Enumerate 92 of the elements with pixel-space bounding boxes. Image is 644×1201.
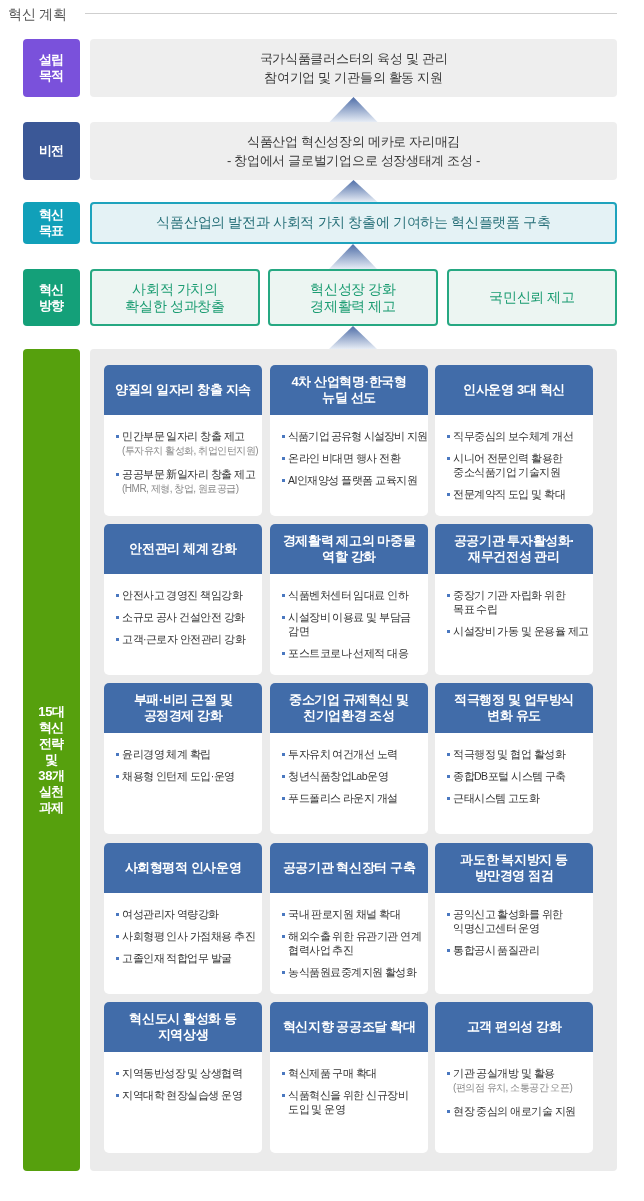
- bullet-text: 소규모 공사 건설안전 강화: [122, 610, 246, 624]
- card-title: 공공기관 투자활성화· 재무건전성 관리: [435, 524, 593, 574]
- bullet-text: 현장 중심의 애로기술 지원: [453, 1104, 577, 1118]
- bullet-text: 고객·근로자 안전관리 강화: [122, 632, 247, 646]
- content-box: [90, 39, 617, 97]
- bullet-text: 기관 공실개방 및 활용: [453, 1066, 556, 1080]
- bullet-text: 전문계약직 도입 및 확대: [453, 487, 567, 501]
- card-title: 인사운영 3대 혁신: [435, 365, 593, 415]
- chevron-arrow: [329, 326, 377, 349]
- bullet-text: 고졸인재 적합업무 발굴: [122, 951, 233, 965]
- statement-text: 국가식품클러스터의 육성 및 관리: [259, 50, 448, 68]
- bullet-text: 국내 판로지원 채널 확대: [288, 907, 402, 921]
- strategy-card: [270, 1002, 428, 1153]
- bullet-text: 식품혁신을 위한 신규장비 도입 및 운영: [288, 1088, 410, 1116]
- direction-box: 국민신뢰 제고: [447, 269, 617, 326]
- bullet-text: 사회형평 인사 가점채용 추진: [122, 929, 257, 943]
- bullet-text: 윤리경영 체계 확립: [122, 747, 212, 761]
- chevron-arrow: [329, 180, 378, 202]
- bullet-text: 농식품원료중계지원 활성화: [288, 965, 418, 979]
- strategy-card: [435, 524, 593, 675]
- bullet-text: 공공부문 新일자리 창출 제고: [122, 467, 257, 481]
- bullet-text: 여성관리자 역량강화: [122, 907, 220, 921]
- strategy-card: [104, 843, 262, 994]
- chevron-arrow: [329, 244, 377, 269]
- strategy-card: [270, 843, 428, 994]
- strategy-panel: [90, 349, 617, 1171]
- statement-text: 참여기업 및 기관들의 활동 지원: [264, 69, 443, 87]
- bullet-text: 중장기 기관 자립화 위한 목표 수립: [453, 588, 567, 616]
- card-title: 사회형평적 인사운영: [104, 843, 262, 893]
- strategy-card: [104, 524, 262, 675]
- bullet-text: 푸드폴리스 라운지 개설: [288, 791, 399, 805]
- bullet-text: 지역대학 현장실습생 운영: [122, 1088, 244, 1102]
- bullet-text: 해외수출 위한 유관기관 연계 협력사업 추진: [288, 929, 423, 957]
- row-label: 15대 혁신 전략 및 38개 실천 과제: [23, 349, 80, 1171]
- direction-box: 혁신성장 강화 경제활력 제고: [268, 269, 438, 326]
- card-title: 4차 산업혁명·한국형 뉴딜 선도: [270, 365, 428, 415]
- strategy-card: [104, 683, 262, 834]
- strategy-card: [435, 1002, 593, 1153]
- bullet-text: 채용형 인턴제 도입·운영: [122, 769, 236, 783]
- direction-box: 사회적 가치의 확실한 성과창출: [90, 269, 260, 326]
- bullet-text: 식품기업 공유형 시설장비 지원: [288, 429, 427, 443]
- bullet-text: 투자유치 여건개선 노력: [288, 747, 399, 761]
- card-title: 안전관리 체계 강화: [104, 524, 262, 574]
- card-title: 고객 편의성 강화: [435, 1002, 593, 1052]
- card-title: 적극행정 및 업무방식 변화 유도: [435, 683, 593, 733]
- bullet-text: 지역동반성장 및 상생협력: [122, 1066, 244, 1080]
- card-title: 혁신지향 공공조달 확대: [270, 1002, 428, 1052]
- bullet-text: 근태시스템 고도화: [453, 791, 541, 805]
- vision-text: 식품산업 혁신성장의 메카로 자리매김: [246, 133, 461, 151]
- row-label: 비전: [23, 122, 80, 180]
- card-title: 중소기업 규제혁신 및 친기업환경 조성: [270, 683, 428, 733]
- bullet-text: 혁신제품 구매 확대: [288, 1066, 378, 1080]
- strategy-card: [270, 365, 428, 516]
- card-title: 경제활력 제고의 마중물 역할 강화: [270, 524, 428, 574]
- bullet-text: 식품벤처센터 임대료 인하: [288, 588, 410, 602]
- bullet-text: 적극행정 및 협업 활성화: [453, 747, 567, 761]
- strategy-card: [104, 1002, 262, 1153]
- bullet-text: AI인재양성 플랫폼 교육지원: [288, 473, 419, 487]
- bullet-text: 청년식품창업Lab운영: [288, 769, 390, 783]
- row-label: 혁신 방향: [23, 269, 80, 326]
- bullet-text: 안전사고 경영진 책임강화: [122, 588, 244, 602]
- bullet-text: 시설장비 이용료 및 부담금 감면: [288, 610, 412, 638]
- bullet-text: 포스트코로나 선제적 대응: [288, 646, 410, 660]
- bullet-text: 공익신고 활성화를 위한 익명신고센터 운영: [453, 907, 564, 935]
- strategy-card: [435, 365, 593, 516]
- card-title: 공공기관 혁신장터 구축: [270, 843, 428, 893]
- bullet-text: 직무중심의 보수체계 개선: [453, 429, 575, 443]
- strategy-card: [435, 683, 593, 834]
- card-title: 부패·비리 근절 및 공정경제 강화: [104, 683, 262, 733]
- note-text: (투자유치 활성화, 취업인턴지원): [122, 444, 259, 458]
- strategy-card: [270, 524, 428, 675]
- note-text: (HMR, 제형, 창업, 원료공급): [122, 482, 240, 496]
- note-text: (편의점 유치, 소통공간 오픈): [453, 1081, 574, 1095]
- bullet-text: 시니어 전문인력 활용한 중소식품기업 기술지원: [453, 451, 564, 479]
- row-label: 혁신 목표: [23, 202, 80, 244]
- chevron-arrow: [329, 97, 378, 122]
- page-title: 혁신 계획: [8, 5, 67, 23]
- bullet-text: 시설장비 가동 및 운용율 제고: [453, 624, 590, 638]
- strategy-card: [104, 365, 262, 516]
- card-title: 혁신도시 활성화 등 지역상생: [104, 1002, 262, 1052]
- bullet-text: 온라인 비대면 행사 전환: [288, 451, 402, 465]
- vision-subtitle: - 창업에서 글로벌기업으로 성장생태계 조성 -: [226, 152, 481, 170]
- bullet-text: 통합공시 품질관리: [453, 943, 541, 957]
- card-title: 과도한 복지방지 등 방만경영 점검: [435, 843, 593, 893]
- bullet-text: 종합DB포털 시스템 구축: [453, 769, 567, 783]
- goal-box: 식품산업의 발전과 사회적 가치 창출에 기여하는 혁신플랫폼 구축: [90, 202, 617, 244]
- strategy-card: [435, 843, 593, 994]
- content-box: [90, 122, 617, 180]
- strategy-card: [270, 683, 428, 834]
- bullet-text: 민간부문 일자리 창출 제고: [122, 429, 246, 443]
- card-title: 양질의 일자리 창출 지속: [104, 365, 262, 415]
- row-label: 설립 목적: [23, 39, 80, 97]
